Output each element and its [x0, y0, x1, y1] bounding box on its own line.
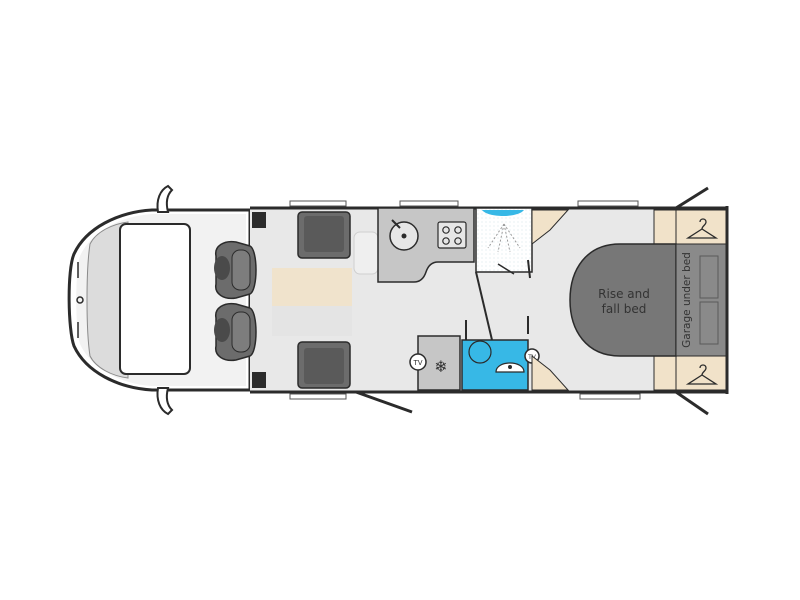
hob-icon	[437, 221, 467, 249]
window	[579, 393, 641, 400]
toilet-icon	[468, 340, 492, 364]
pillar	[252, 212, 266, 228]
cab-seat-driver	[214, 240, 257, 300]
step	[353, 231, 379, 275]
window	[289, 393, 347, 400]
rear-flap-top	[675, 186, 709, 210]
rear-flap-bottom	[675, 390, 709, 416]
dining-table	[272, 268, 352, 306]
wardrobe-top	[653, 209, 727, 245]
window	[289, 200, 347, 207]
cab-seat-passenger	[214, 302, 257, 362]
lounge-seat-top	[297, 211, 351, 259]
window	[577, 200, 639, 207]
hanger-icon	[685, 218, 719, 239]
window	[399, 200, 459, 207]
shower	[475, 207, 533, 273]
mirror-left	[156, 184, 174, 213]
lounge-seat-bottom	[297, 341, 351, 389]
rise-and-fall-bed	[569, 243, 677, 357]
mirror-right	[156, 387, 174, 416]
bed-label-line1: Rise and	[598, 287, 650, 301]
corner-unit-top	[531, 209, 570, 246]
hanger-icon	[685, 364, 719, 385]
washbasin-icon	[495, 362, 525, 373]
sink-icon	[389, 219, 419, 251]
garage-label: Garage under bed	[681, 252, 693, 348]
snowflake-icon: ❄	[434, 357, 447, 376]
entry-door	[355, 390, 413, 414]
table-extension	[272, 306, 352, 336]
bed-label-line2: fall bed	[602, 302, 647, 316]
tv-marker-front: TV	[409, 353, 427, 371]
wardrobe-bottom	[653, 355, 727, 391]
shower-spray-icon	[487, 223, 521, 253]
pillar	[252, 372, 266, 388]
cab-knob	[76, 296, 84, 304]
svg-text:TV: TV	[412, 359, 422, 367]
windscreen	[119, 223, 191, 375]
shower-tray-drain	[482, 210, 524, 216]
dashboard	[86, 221, 129, 379]
corner-unit-bottom	[531, 354, 570, 391]
